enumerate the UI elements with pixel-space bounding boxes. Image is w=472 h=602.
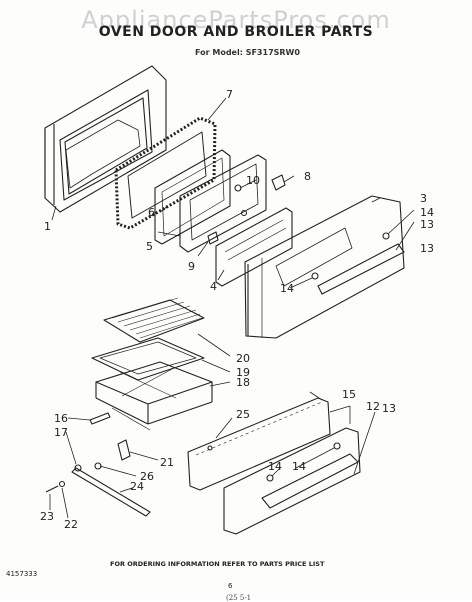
ordering-note: FOR ORDERING INFORMATION REFER TO PARTS … [110,560,325,568]
model-line: For Model: SF317SRW0 [195,48,300,57]
outer-glass [215,207,293,287]
callout-21: 21 [160,456,174,469]
outer-door-panel [244,195,405,339]
watermark: AppliancePartsPros.com [81,6,391,34]
callout-leader-lines [49,97,415,519]
broiler-drawer-inner-panel [187,397,331,491]
callout-20: 20 [236,352,250,365]
callout-14-door: 14 [280,282,294,295]
callout-4: 4 [210,280,217,293]
broiler-drawer-front [223,427,361,535]
mounting-screws [45,480,66,493]
handwritten-note: (25 5-1 [226,594,252,602]
callout-13-upper-a: 13 [420,218,434,231]
callout-5: 5 [146,240,153,253]
door-gasket [114,116,217,230]
broiler-pan [91,337,205,381]
callout-3: 3 [420,192,427,205]
callout-8: 8 [304,170,311,183]
callout-15: 15 [342,388,356,401]
callout-16: 16 [54,412,68,425]
callout-24: 24 [130,480,144,493]
drawer-hardware [74,439,131,472]
callout-14-drawer-left: 14 [268,460,282,473]
callout-26: 26 [140,470,154,483]
callout-1: 1 [44,220,51,233]
callout-14-drawer-right: 14 [292,460,306,473]
drawer-slide [89,407,151,431]
drawer-rail [71,467,151,517]
callout-10: 10 [246,174,260,187]
callout-14-upper-right: 14 [420,206,434,219]
callout-12: 12 [366,400,380,413]
callout-18: 18 [236,376,250,389]
callout-19: 19 [236,366,250,379]
broiler-drawer [95,361,213,425]
callout-9: 9 [188,260,195,273]
callout-13-lower: 13 [382,402,396,415]
callout-numbers: 1 3 4 5 6 7 8 9 10 13 13 14 14 14 14 12 … [40,88,434,531]
callout-7: 7 [226,88,233,101]
broiler-grid [103,297,205,343]
callout-25: 25 [236,408,250,421]
callout-13-upper-b: 13 [420,242,434,255]
hinge-bracket [271,174,286,191]
inner-door-panel [44,65,167,213]
callout-6: 6 [148,206,155,219]
callout-17: 17 [54,426,68,439]
glass-clip [207,231,219,245]
inner-glass [154,149,231,245]
document-number: 4157333 [6,570,38,578]
glass-frame [179,154,267,253]
diagram-title: OVEN DOOR AND BROILER PARTS [98,24,374,40]
page-number: 6 [228,582,233,590]
callout-22: 22 [64,518,78,531]
callout-23: 23 [40,510,54,523]
